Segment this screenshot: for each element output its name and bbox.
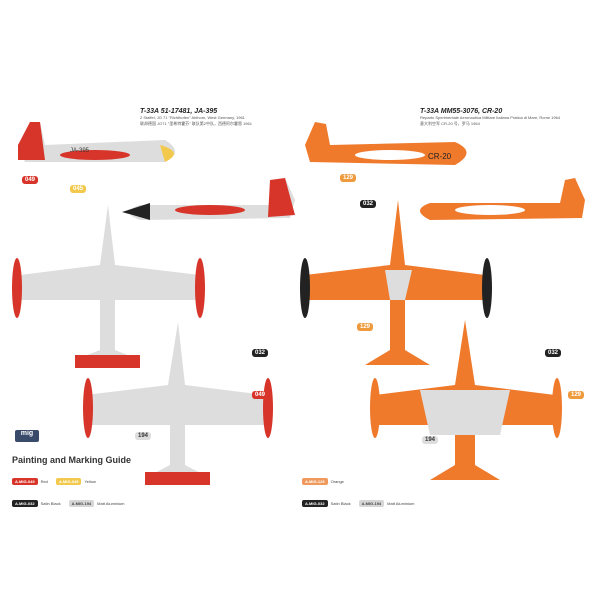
- left-plan-bottom: [83, 322, 273, 485]
- paint-name: Orange: [330, 479, 344, 484]
- left-scheme-subtitle: 2 Staffel, JG 71 "Richthofen" Ahlhorn, W…: [140, 115, 245, 120]
- paint-chip-yellow: A.MIG-045: [55, 478, 82, 485]
- left-profile-top: JA-395: [18, 122, 175, 162]
- right-code-marking: CR-20: [428, 152, 452, 161]
- callout-orange-2: 129: [357, 323, 374, 331]
- paint-chip-aluminium: A.MIG-194: [358, 500, 385, 507]
- right-profile-top: CR-20: [305, 122, 467, 165]
- left-profile-bottom: [122, 178, 295, 220]
- callout-red-2: 049: [252, 391, 269, 399]
- callout-yellow: 045: [70, 185, 87, 193]
- right-scheme-header: T-33A MM55-3076, CR-20 Reparto Speriment…: [420, 108, 560, 127]
- callout-orange-1: 129: [340, 174, 357, 182]
- paint-chip-black: A.MIG-032: [302, 500, 328, 507]
- left-plan-top: [12, 205, 205, 368]
- paint-chip-aluminium: A.MIG-194: [68, 500, 95, 507]
- right-profile-bottom: [420, 178, 585, 220]
- left-scheme-subtitle-cn: 联邦德国 JG71 "里希特霍芬" 联队第2中队，西德阿尔霍恩 1961: [140, 121, 252, 126]
- right-plan-bottom: [370, 320, 562, 480]
- left-scheme-header: T-33A 51-17481, JA-395 2 Staffel, JG 71 …: [140, 108, 252, 127]
- paint-name: Satin Black: [330, 501, 351, 506]
- guide-title: Painting and Marking Guide: [12, 455, 132, 465]
- callout-orange-3: 129: [568, 391, 585, 399]
- paint-name: Matt Aluminium: [97, 501, 125, 506]
- right-scheme-subtitle-cn: 意大利空军 CR-20 号，罗马 1964: [420, 121, 480, 126]
- left-scheme-title: T-33A 51-17481, JA-395: [140, 108, 218, 115]
- callout-aluminium-right: 194: [422, 436, 439, 444]
- callout-aluminium-left: 194: [135, 432, 152, 440]
- callout-black-left: 032: [252, 349, 269, 357]
- paint-name: Satin Black: [40, 501, 61, 506]
- paint-chip-red: A.MIG-049: [12, 478, 38, 485]
- paint-name: Matt Aluminium: [387, 501, 415, 506]
- brand-logo: mig: [15, 430, 39, 442]
- right-scheme-subtitle: Reparto Sperimentale Aeronautica Militar…: [420, 115, 561, 120]
- paint-name: Yellow: [84, 479, 96, 484]
- callout-red: 049: [22, 176, 39, 184]
- paint-name: Red: [40, 479, 48, 484]
- left-code-marking: JA-395: [70, 148, 90, 154]
- paint-chip-orange: A.MIG-129: [302, 478, 328, 485]
- right-scheme-title: T-33A MM55-3076, CR-20: [420, 108, 503, 115]
- callout-black-right: 032: [360, 200, 377, 208]
- right-plan-top: [300, 200, 492, 365]
- callout-black-right-2: 032: [545, 349, 562, 357]
- paint-chip-black: A.MIG-032: [12, 500, 38, 507]
